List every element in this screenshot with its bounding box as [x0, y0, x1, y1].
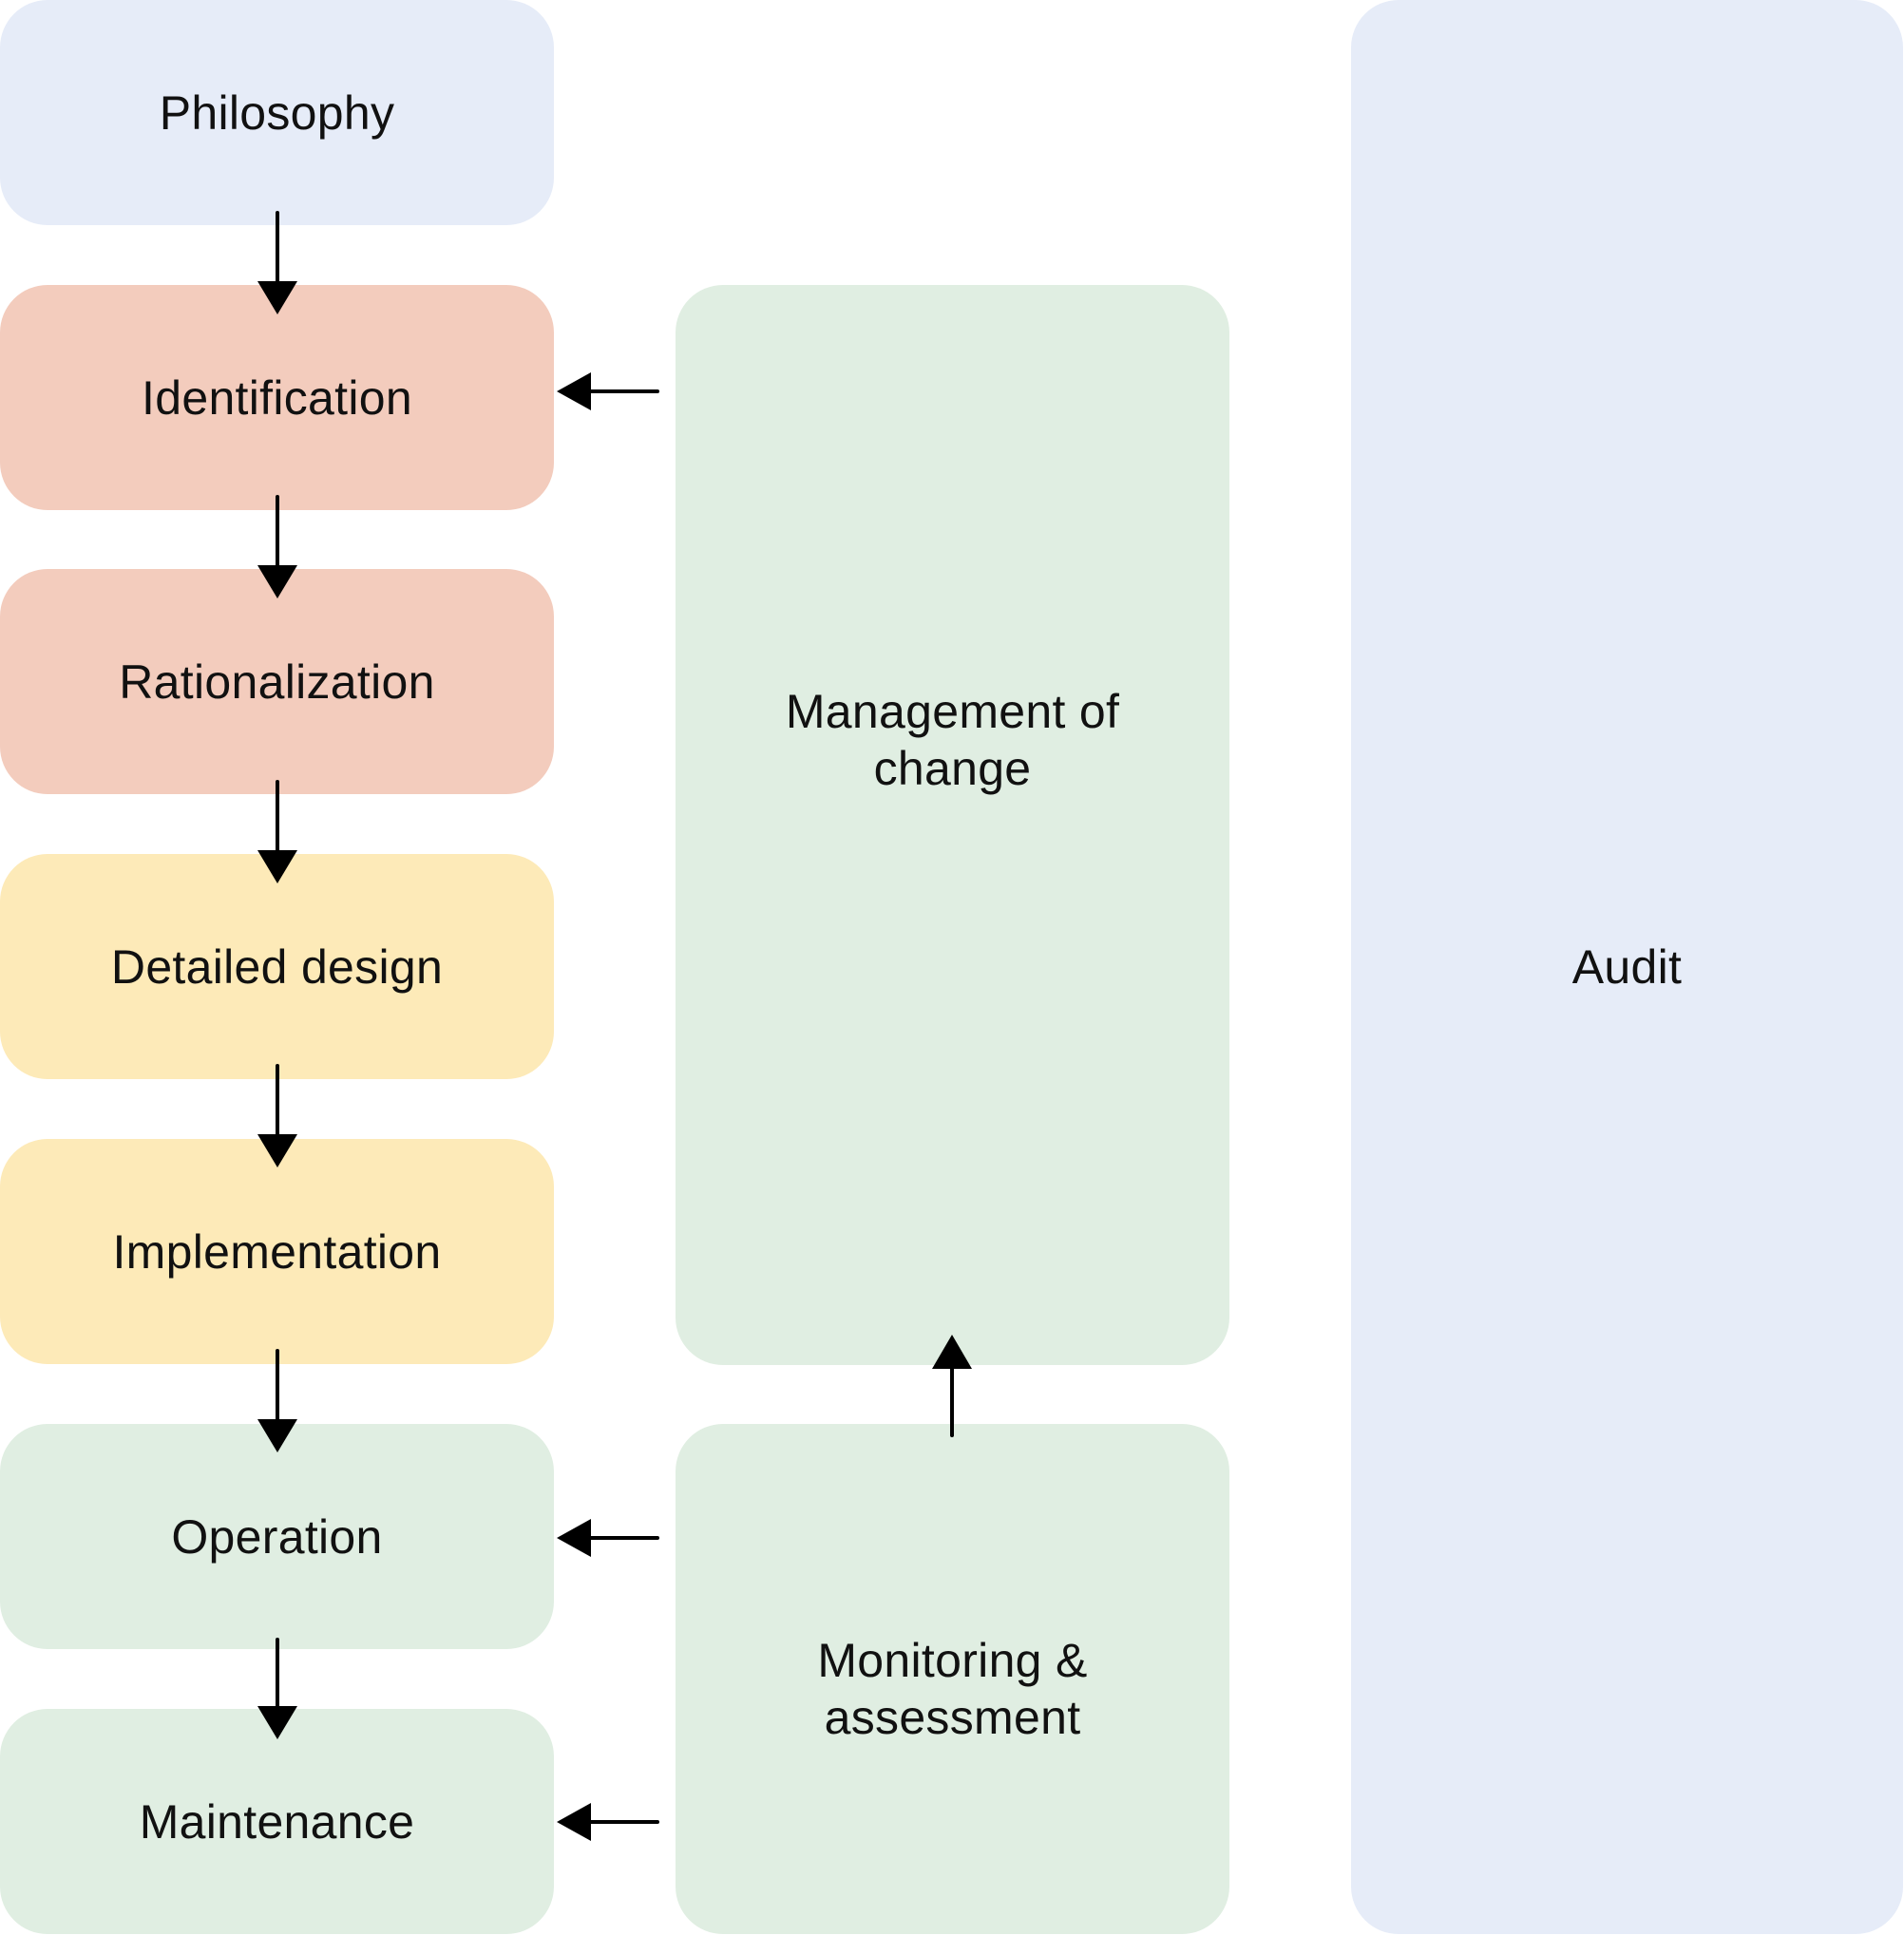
- management-of-change-label: Management of change: [785, 684, 1120, 795]
- step-label: Identification: [142, 370, 412, 425]
- arrow-management-of-change-to-identification: [557, 372, 659, 410]
- arrow-monitoring-to-operation: [557, 1519, 659, 1557]
- step-detailed-design: Detailed design: [0, 854, 554, 1079]
- arrow-monitoring-to-maintenance: [557, 1803, 659, 1841]
- management-of-change-box: Management of change: [676, 285, 1229, 1365]
- step-label: Operation: [171, 1509, 383, 1564]
- step-label: Maintenance: [139, 1794, 415, 1849]
- step-label: Implementation: [112, 1224, 442, 1279]
- audit-box: Audit: [1351, 0, 1903, 1934]
- audit-label: Audit: [1571, 940, 1683, 994]
- step-label: Rationalization: [119, 654, 435, 709]
- step-label: Detailed design: [110, 939, 444, 994]
- step-maintenance: Maintenance: [0, 1709, 554, 1934]
- step-rationalization: Rationalization: [0, 569, 554, 794]
- monitoring-assessment-box: Monitoring & assessment: [676, 1424, 1229, 1934]
- step-philosophy: Philosophy: [0, 0, 554, 225]
- monitoring-assessment-label: Monitoring & assessment: [817, 1633, 1088, 1744]
- step-identification: Identification: [0, 285, 554, 510]
- step-label: Philosophy: [159, 85, 395, 140]
- step-operation: Operation: [0, 1424, 554, 1649]
- step-implementation: Implementation: [0, 1139, 554, 1364]
